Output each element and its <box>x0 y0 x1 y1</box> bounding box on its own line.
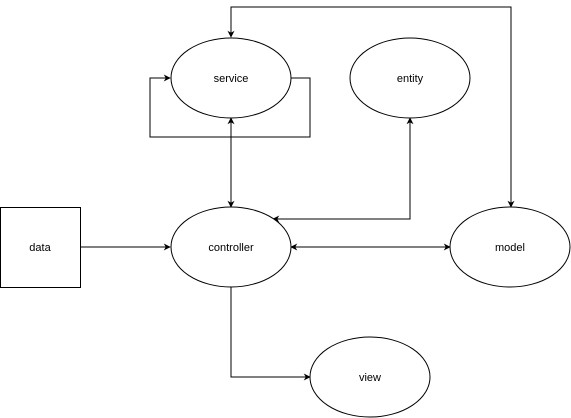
node-entity: entity <box>349 37 471 119</box>
edge-controller-view <box>230 287 311 381</box>
node-controller-label: controller <box>208 242 254 254</box>
edge-entity-controller <box>272 117 414 223</box>
node-data: data <box>0 207 81 288</box>
node-data-label: data <box>29 242 51 254</box>
node-view-shape <box>309 336 431 418</box>
node-service-shape <box>170 37 292 119</box>
edges <box>80 6 515 381</box>
node-view: view <box>309 336 431 418</box>
node-controller-shape <box>170 206 292 288</box>
node-model-label: model <box>495 242 525 254</box>
node-view-label: view <box>359 372 381 384</box>
node-entity-label: entity <box>397 73 424 85</box>
node-controller: controller <box>170 206 292 288</box>
node-entity-shape <box>349 37 471 119</box>
edge-model-service <box>227 6 515 208</box>
node-service: service <box>170 37 292 119</box>
node-model-shape <box>449 206 571 288</box>
node-service-label: service <box>214 73 249 85</box>
node-model: model <box>449 206 571 288</box>
node-data-shape <box>0 207 81 288</box>
